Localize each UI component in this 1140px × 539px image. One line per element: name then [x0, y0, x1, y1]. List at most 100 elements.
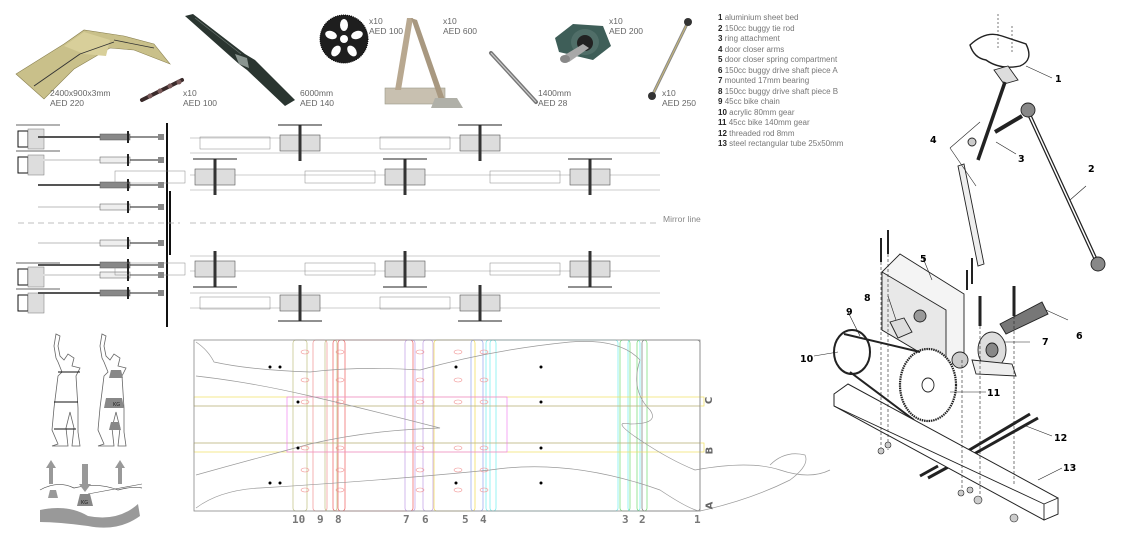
shaft-segment [304, 170, 376, 184]
mount-hole [453, 487, 463, 493]
motor-unit [17, 156, 29, 174]
mount-hole [479, 467, 489, 473]
cut-strip [404, 339, 416, 512]
cut-strip [485, 339, 497, 512]
mount-hole [453, 467, 463, 473]
material-length: 1400mm [538, 88, 572, 98]
rivet-hole [296, 446, 300, 450]
strip-number: 4 [480, 513, 487, 526]
rivet-hole [454, 365, 458, 369]
threaded-rod-image [489, 51, 538, 104]
shaft-segment [199, 296, 271, 310]
rivet-hole [539, 365, 543, 369]
mount-hole [415, 487, 425, 493]
top-plan-drawing [114, 124, 660, 322]
bike-chain-image [140, 78, 184, 102]
legend-item: 10 acrylic 80mm gear [718, 107, 795, 117]
mount-hole [479, 349, 489, 355]
sprocket-gear-image [319, 14, 369, 64]
mount-hole [335, 467, 345, 473]
callout-8: 8 [864, 293, 871, 304]
strip-number: 3 [622, 513, 629, 526]
callout-4: 4 [930, 135, 937, 146]
callout-9: 9 [846, 307, 853, 318]
callout-13: 13 [1063, 463, 1076, 474]
material-qty: x10 [609, 16, 623, 26]
legend-item: 11 45cc bike 140mm gear [718, 118, 810, 127]
weight-label: KG [81, 500, 88, 506]
cut-strip [619, 339, 631, 512]
rivet-hole [278, 481, 282, 485]
mount-hole [479, 445, 489, 451]
rivet-hole [296, 400, 300, 404]
strip-number: 10 [292, 513, 306, 526]
material-qty: x10 [443, 16, 457, 26]
mount-hole [335, 349, 345, 355]
shaft-segment [304, 262, 376, 276]
mount-hole [415, 445, 425, 451]
mount-hole [453, 445, 463, 451]
rivet-hole [278, 365, 282, 369]
material-qty: x10 [369, 16, 383, 26]
material-price: AED 28 [538, 98, 568, 108]
legend-item: 8 150cc buggy drive shaft piece B [718, 86, 839, 96]
callout-11: 11 [987, 388, 1000, 399]
mount-hole [335, 445, 345, 451]
strip-number: 5 [462, 513, 469, 526]
material-size: 2400x900x3mm [50, 88, 111, 98]
mount-hole [300, 349, 310, 355]
sheet-outline [193, 339, 701, 512]
strip-number: 8 [335, 513, 342, 526]
material-price: AED 140 [300, 98, 335, 108]
shaft-segment [199, 136, 271, 150]
exploded-assembly-drawing: 1 2 3 4 5 6 7 8 9 10 11 12 13 [800, 14, 1106, 523]
mount-hole [479, 377, 489, 383]
mount-hole [415, 399, 425, 405]
material-price: AED 100 [369, 26, 404, 36]
cut-strip [489, 339, 619, 512]
tie-rod-image [648, 18, 692, 100]
rectangular-tube-image [185, 14, 295, 106]
shaft-segment [489, 262, 561, 276]
strip-number: 2 [639, 513, 646, 526]
parts-legend: 1 aluminium sheet bed 2 150cc buggy tie … [718, 13, 843, 150]
aluminium-sheet-image [15, 29, 171, 100]
mount-hole [479, 487, 489, 493]
mounted-bearing-image [555, 24, 611, 63]
rivet-hole [539, 446, 543, 450]
mount-hole [453, 399, 463, 405]
material-price: AED 600 [443, 26, 478, 36]
shaft-segment [379, 136, 451, 150]
door-closer-image [384, 18, 463, 108]
legend-item: 2 150cc buggy tie rod [718, 23, 795, 33]
mount-hole [415, 377, 425, 383]
legend-item: 5 door closer spring compartment [718, 55, 838, 64]
legend-item: 13 steel rectangular tube 25x50mm [718, 139, 844, 148]
callout-12: 12 [1054, 433, 1067, 444]
shaft-segment [489, 170, 561, 184]
row-letter: B [704, 446, 716, 455]
mount-hole [300, 445, 310, 451]
callout-3: 3 [1018, 154, 1025, 165]
legend-item: 4 door closer arms [718, 44, 785, 54]
legend-item: 3 ring attachment [718, 34, 780, 43]
legend-item: 6 150cc buggy drive shaft piece A [718, 65, 838, 75]
rivet-hole [454, 481, 458, 485]
callout-6: 6 [1076, 331, 1083, 342]
rivet-hole [268, 481, 272, 485]
load-distribution-illustration: KG [39, 460, 143, 528]
material-price: AED 100 [183, 98, 218, 108]
mount-hole [300, 399, 310, 405]
motor-unit [17, 130, 29, 148]
cut-strip [337, 339, 414, 512]
cut-strip [470, 339, 484, 512]
callout-2: 2 [1088, 164, 1095, 175]
mount-hole [453, 349, 463, 355]
cut-sheet-layout [193, 339, 831, 512]
weight-label: KG [113, 402, 120, 408]
mount-hole [479, 399, 489, 405]
cut-strip [641, 339, 701, 512]
mount-hole [300, 377, 310, 383]
legend-item: 1 aluminium sheet bed [718, 13, 799, 22]
callout-7: 7 [1042, 337, 1049, 348]
